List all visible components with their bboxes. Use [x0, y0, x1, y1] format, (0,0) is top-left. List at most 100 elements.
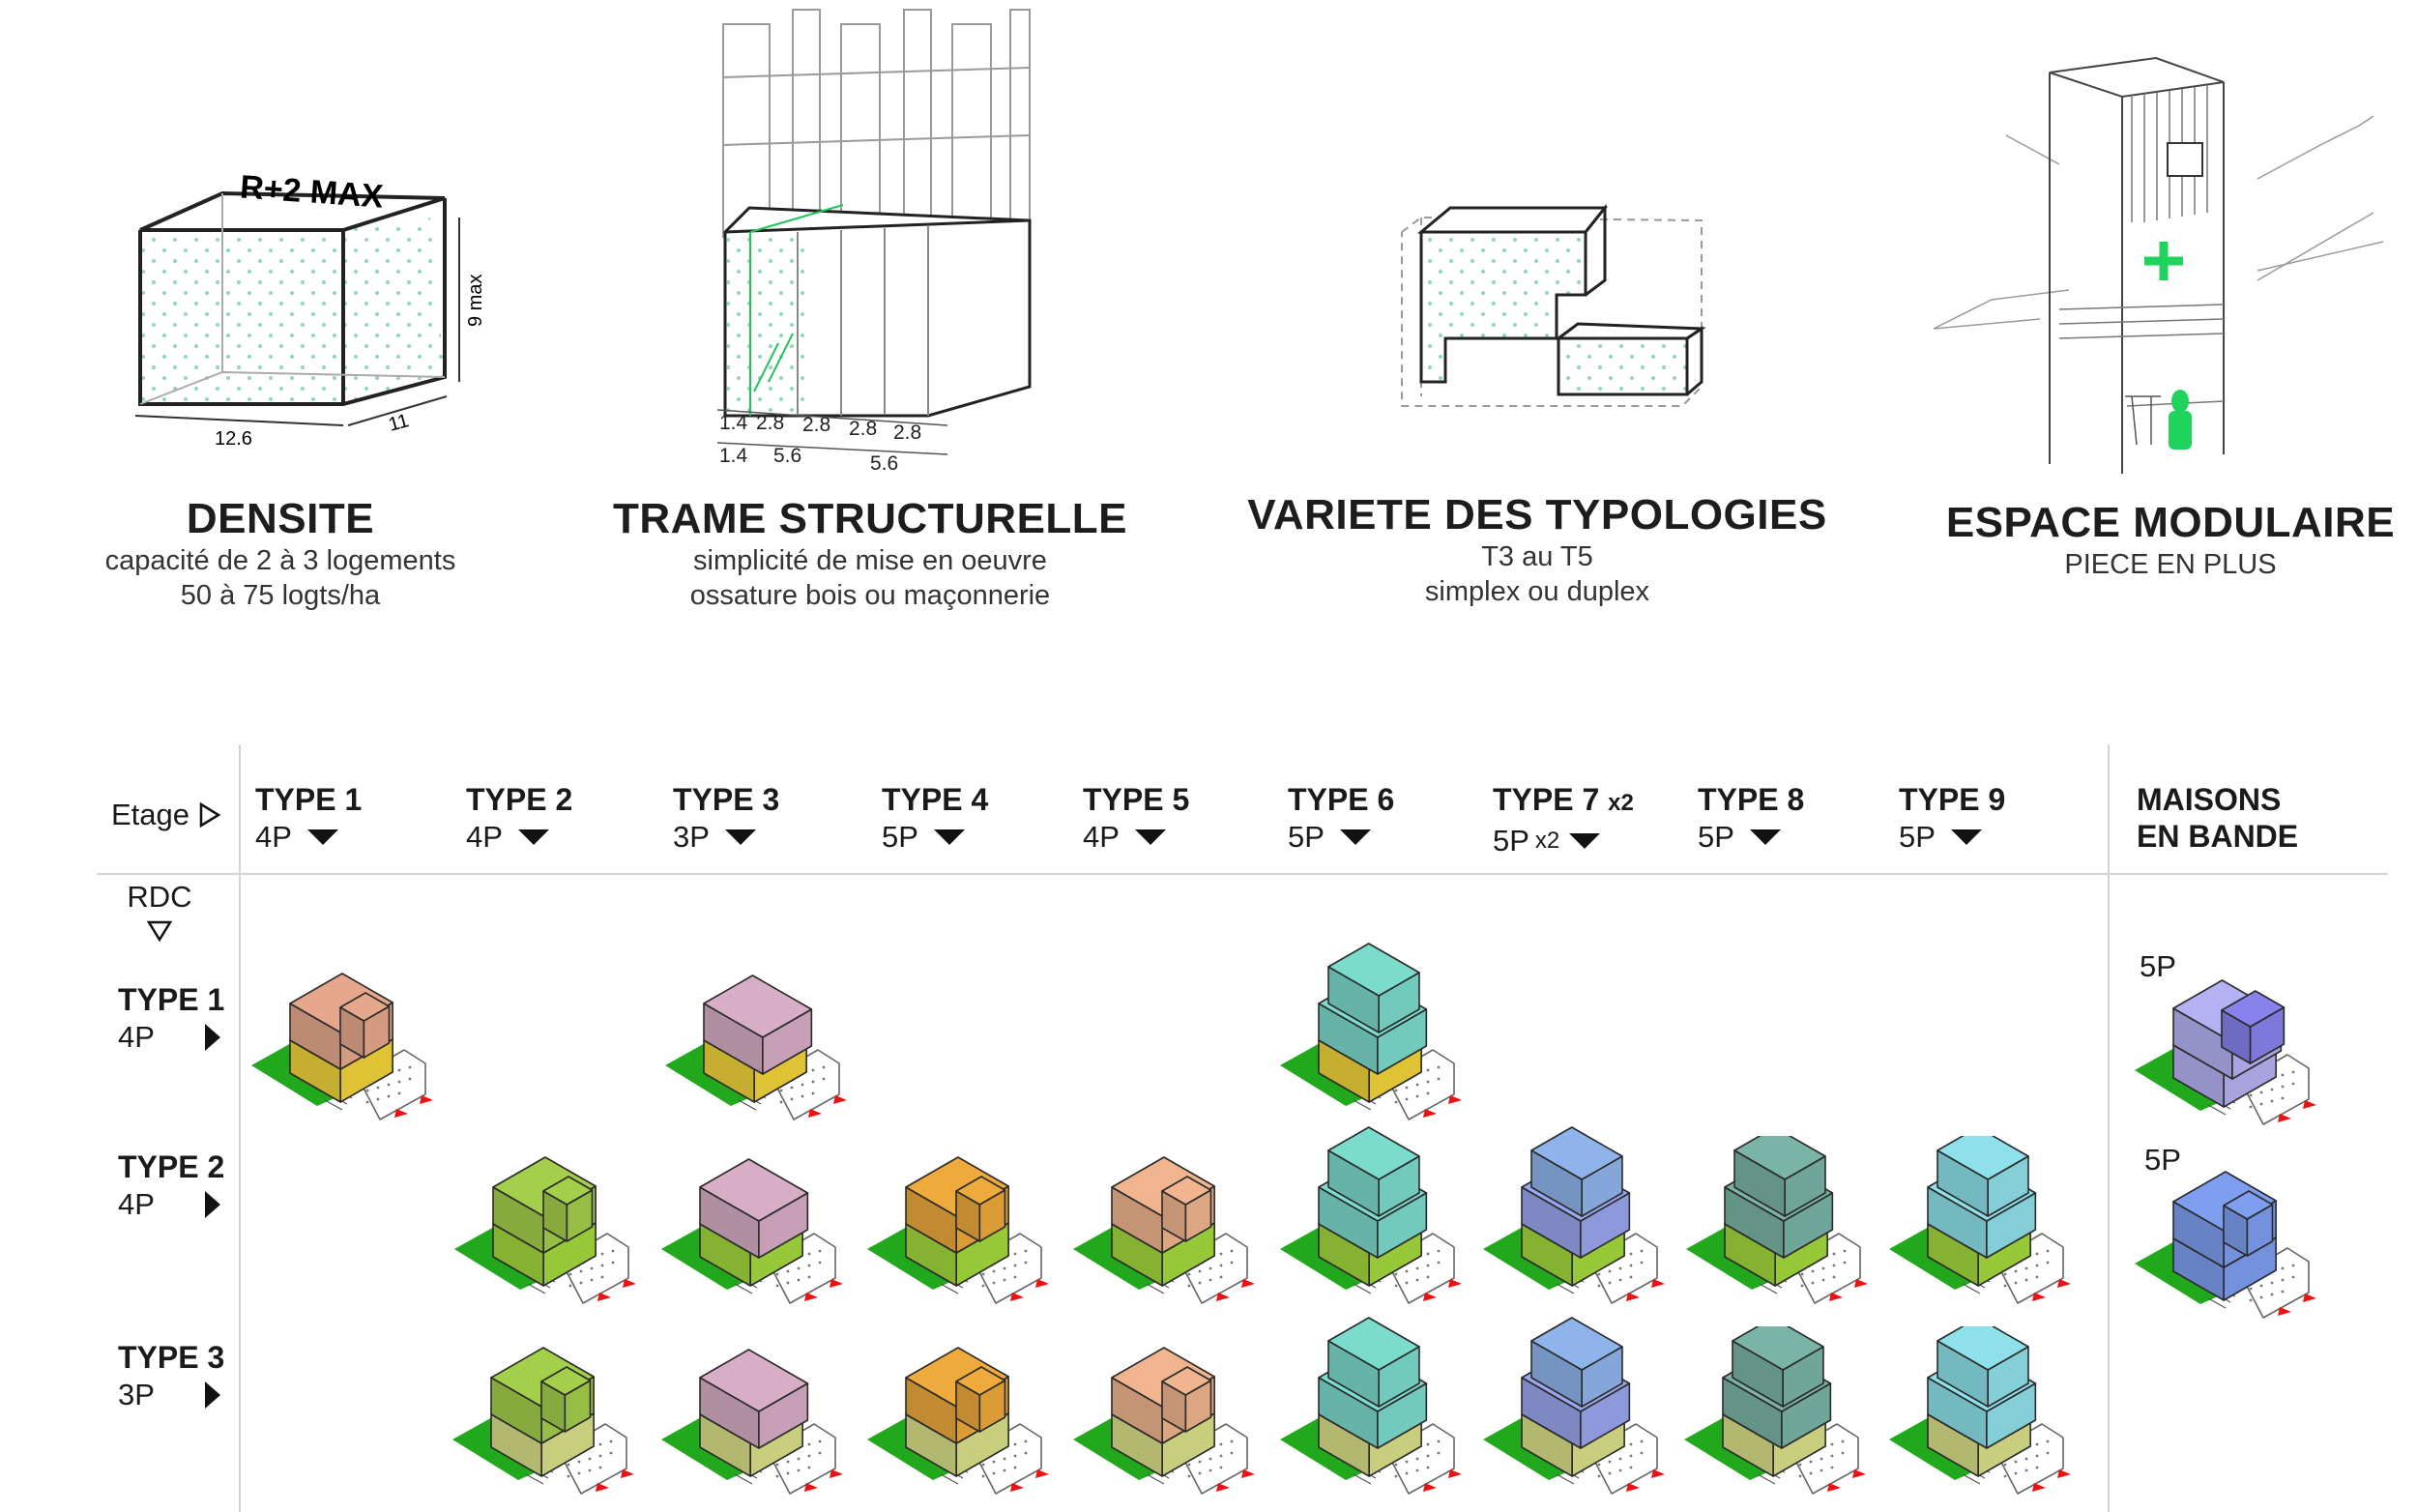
concept-espace-modulaire: ESPACE MODULAIRE PIECE EN PLUS	[1943, 499, 2398, 582]
house-type3-over-rdc-type3	[661, 1349, 843, 1495]
garden-dot	[2003, 1272, 2007, 1276]
entrance-marker	[1448, 1279, 1462, 1288]
garden-dot	[2249, 1093, 2253, 1097]
garden-dot	[786, 1460, 790, 1464]
garden-dot	[579, 1269, 583, 1273]
garden-dot	[1811, 1281, 1815, 1285]
grid-line-horizontal	[97, 873, 2388, 875]
garden-dot	[1013, 1442, 1017, 1446]
garden-dot	[2291, 1070, 2295, 1074]
garden-dot	[1809, 1471, 1813, 1475]
garden-dot	[1415, 1083, 1419, 1087]
garden-dot	[365, 1089, 369, 1092]
triangle-down-icon	[1569, 833, 1601, 849]
garden-dot	[1187, 1463, 1191, 1467]
upper-wing-top-face	[339, 992, 391, 1022]
garden-dot	[1608, 1460, 1612, 1464]
cell-type3-type9	[1887, 1317, 2081, 1496]
entrance-marker	[1010, 1483, 1024, 1492]
garden-dot	[811, 1080, 815, 1084]
house-type5-over-rdc-type3	[1073, 1347, 1255, 1495]
garden-dot	[2249, 1298, 2253, 1302]
column-title: TYPE 3	[673, 782, 780, 817]
garden-dot	[365, 1100, 369, 1104]
garden-dot	[1832, 1275, 1836, 1279]
garden-dot	[981, 1272, 985, 1276]
cell-type2-type4	[865, 1136, 1059, 1305]
garden-dot	[1841, 1439, 1845, 1443]
upper-floor-top-face	[699, 1158, 809, 1222]
column-title: TYPE 2	[466, 782, 573, 817]
garden-dot	[1198, 1269, 1202, 1273]
garden-dot	[2014, 1281, 2018, 1285]
garden-dot	[1415, 1266, 1419, 1270]
garden-dot	[376, 1097, 380, 1101]
row-title: TYPE 2	[118, 1149, 225, 1184]
garden-dot	[2281, 1278, 2285, 1282]
garden-dot	[1426, 1275, 1430, 1279]
garden-dot	[786, 1269, 790, 1273]
upper-floor-top-face	[1111, 1347, 1215, 1408]
garden-dot	[568, 1272, 572, 1276]
maisons-title-line: MAISONS	[2137, 782, 2282, 817]
cell-type2-type7	[1481, 1126, 1674, 1305]
garden-dot	[807, 1442, 811, 1446]
stair-step	[1962, 1473, 1981, 1485]
garden-dot	[775, 1284, 779, 1288]
garden-dot	[992, 1281, 996, 1285]
garden-dot	[779, 1100, 783, 1104]
top-floor-top-face	[1327, 1126, 1420, 1180]
garden-dot	[807, 1466, 811, 1469]
garden-dot	[1800, 1272, 1804, 1276]
garden-dot	[1821, 1278, 1825, 1282]
column-header-type-5: TYPE 5 4P	[1083, 781, 1286, 857]
garden-dot	[2046, 1249, 2050, 1253]
garden-dot	[1820, 1457, 1823, 1461]
triangle-down-icon	[933, 829, 965, 845]
entrance-marker	[623, 1279, 636, 1288]
triangle-down-icon	[724, 829, 756, 845]
garden-dot	[1629, 1264, 1633, 1267]
stair-step	[1353, 1283, 1372, 1294]
garden-dot	[1426, 1466, 1430, 1469]
garden-dot	[2259, 1102, 2263, 1106]
upper-wing-top-face	[955, 1366, 1006, 1396]
garden-dot	[1187, 1474, 1191, 1478]
row-title: TYPE 3	[118, 1340, 225, 1375]
column-title: TYPE 9	[1899, 782, 2006, 817]
stair-step	[1146, 1283, 1165, 1294]
garden-dot	[1426, 1080, 1430, 1084]
garden-dot	[1024, 1451, 1028, 1455]
garden-dot	[786, 1281, 790, 1285]
garden-dot	[1013, 1466, 1017, 1469]
trame-frame-drawing: 1.4 2.8 2.8 2.8 2.8 1.4 5.6 5.6	[716, 9, 1032, 475]
garden-dot	[1219, 1466, 1223, 1469]
stair-step	[2207, 1104, 2227, 1116]
entrance-marker	[1035, 1279, 1049, 1288]
garden-dot	[1219, 1252, 1223, 1256]
upper-wing-alt-top-face	[2221, 990, 2286, 1028]
garden-dot	[1003, 1457, 1006, 1461]
stair-step	[525, 1473, 544, 1485]
top-floor-top-face	[1327, 943, 1420, 997]
garden-dot	[992, 1471, 996, 1475]
triangle-down-icon	[1339, 829, 1371, 845]
upper-floor-top-face	[699, 1349, 809, 1412]
maisons-title-line: EN BANDE	[2137, 819, 2299, 854]
garden-dot	[981, 1474, 985, 1478]
garden-dot	[609, 1439, 613, 1443]
garden-dot	[1608, 1281, 1612, 1285]
house-type3-over-rdc-type2	[661, 1158, 843, 1304]
garden-dot	[2249, 1105, 2253, 1109]
rdc-text: RDC	[127, 880, 192, 914]
stair-step	[1353, 1099, 1372, 1111]
garden-dot	[1219, 1442, 1223, 1446]
column-count: 5P	[1899, 820, 1936, 854]
trame-dim-bottom-1: 1.4	[719, 445, 748, 467]
cell-type3-type5	[1071, 1326, 1265, 1496]
house-type2-over-rdc-type3	[452, 1347, 634, 1495]
cell-type2-type5	[1071, 1136, 1265, 1305]
house-type6-over-rdc-type2	[1280, 1126, 1462, 1304]
house-type8-over-rdc-type3	[1684, 1317, 1866, 1495]
